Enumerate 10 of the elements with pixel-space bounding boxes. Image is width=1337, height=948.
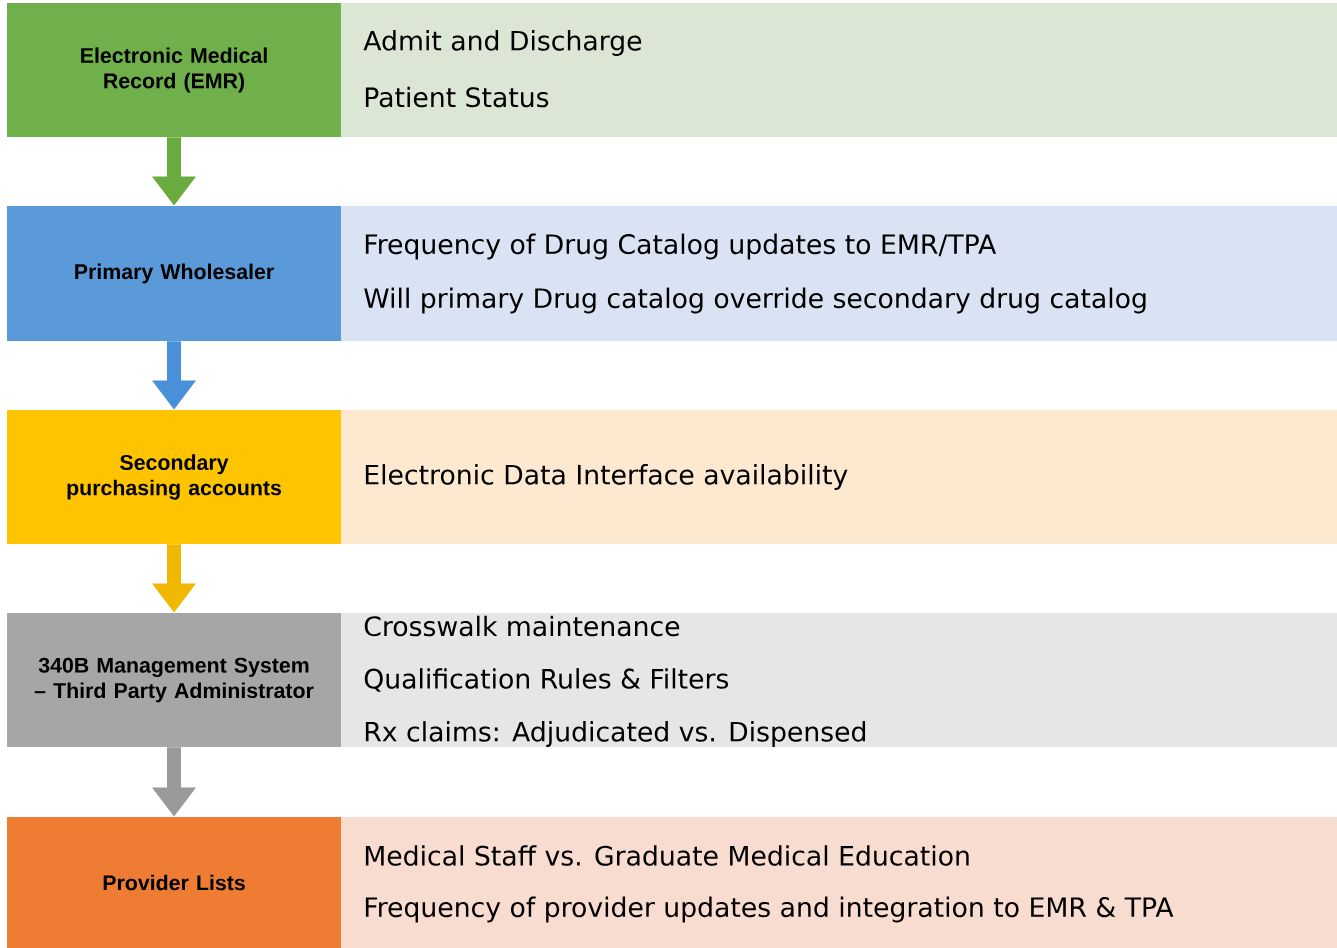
step-box: Provider Lists <box>7 817 341 948</box>
step-box: 340B Management System – Third Party Administrator <box>7 613 341 747</box>
detail-band: Crosswalk maintenance Qualification Rules & Filters Rx claims: Adjudicated vs. Dispensed <box>341 613 1337 747</box>
step-box: Primary Wholesaler <box>7 206 341 341</box>
step-box: Secondary purchasing accounts <box>7 410 341 544</box>
step-box: Electronic Medical Record (EMR) <box>7 3 341 137</box>
detail-band: Frequency of Drug Catalog updates to EMR/TPA Will primary Drug catalog override secondary drug catalog <box>341 206 1337 341</box>
detail-band: Electronic Data Interface availability <box>341 410 1337 544</box>
detail-band: Admit and Discharge Patient Status <box>341 3 1337 137</box>
detail-band: Medical Staff vs. Graduate Medical Education Frequency of provider updates and integration to EMR & TPA <box>341 817 1337 948</box>
